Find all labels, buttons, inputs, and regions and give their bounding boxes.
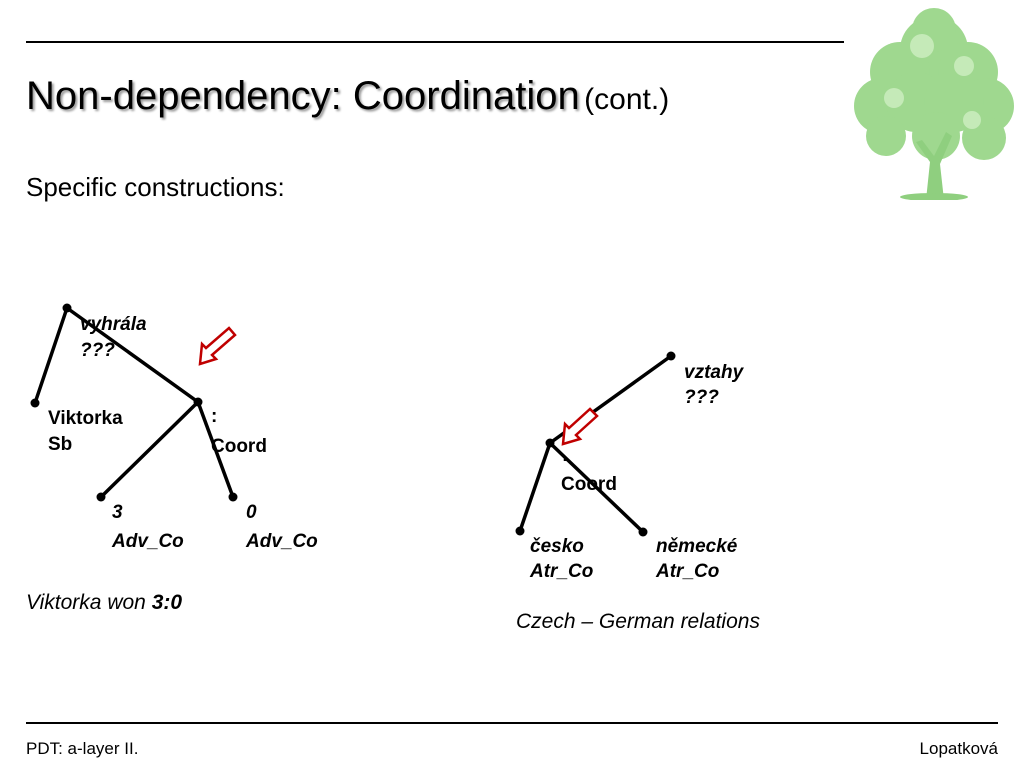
edge-coord-member1 (518, 441, 552, 533)
bottom-rule (26, 722, 998, 724)
label-root-word: vyhrála (80, 314, 147, 335)
label-coord-word: - (563, 449, 569, 470)
label-member2-word: německé (656, 536, 738, 557)
pointer-arrow-left-icon (198, 326, 237, 366)
node-member1 (515, 526, 525, 536)
label-member1-word: česko (530, 536, 584, 557)
label-coord-func: Coord (211, 436, 267, 457)
slide-title-main: Non-dependency: Coordination (26, 74, 580, 118)
label-coord-func: Coord (561, 474, 617, 495)
slide-title-suffix: (cont.) (584, 83, 670, 116)
label-member1-word: 3 (112, 502, 123, 523)
left-tree (33, 306, 235, 499)
node-member2 (228, 492, 238, 502)
node-member1 (96, 492, 106, 502)
edge-coord-member2 (548, 441, 645, 534)
label-member1-func: Adv_Co (111, 531, 184, 552)
node-root (666, 351, 676, 361)
edge-root-coord (65, 306, 200, 404)
footer-right: Lopatková (919, 739, 998, 758)
caption-left-score: 3:0 (151, 591, 183, 614)
tree-logo-icon (854, 8, 1014, 200)
slide-subtitle: Specific constructions: (26, 172, 285, 202)
caption-left: Viktorka won 3:0 (26, 591, 182, 615)
edge-root-subject (33, 306, 69, 405)
node-root (62, 303, 72, 313)
edge-coord-member1 (99, 400, 200, 499)
footer-left: PDT: a-layer II. (26, 739, 139, 758)
label-subject-func: Sb (48, 434, 72, 455)
label-root-func: ??? (80, 340, 115, 361)
label-member2-func: Adv_Co (245, 531, 318, 552)
label-root-func: ??? (684, 387, 719, 408)
label-member1-func: Atr_Co (529, 561, 593, 582)
top-rule (26, 41, 844, 43)
caption-left-text: Viktorka won (26, 591, 146, 614)
node-coord (545, 438, 555, 448)
label-member2-func: Atr_Co (655, 561, 719, 582)
node-coord (193, 397, 203, 407)
label-member2-word: 0 (246, 502, 257, 523)
caption-right: Czech – German relations (516, 610, 760, 633)
node-subject (30, 398, 40, 408)
slide-title: Non-dependency: Coordination (cont.) (26, 74, 669, 119)
node-member2 (638, 527, 648, 537)
right-tree (518, 354, 673, 534)
edge-coord-member2 (196, 400, 235, 499)
label-subject-word: Viktorka (48, 408, 123, 429)
label-coord-word: : (211, 406, 217, 427)
label-root-word: vztahy (684, 362, 745, 383)
pointer-arrow-right-icon (561, 407, 599, 446)
